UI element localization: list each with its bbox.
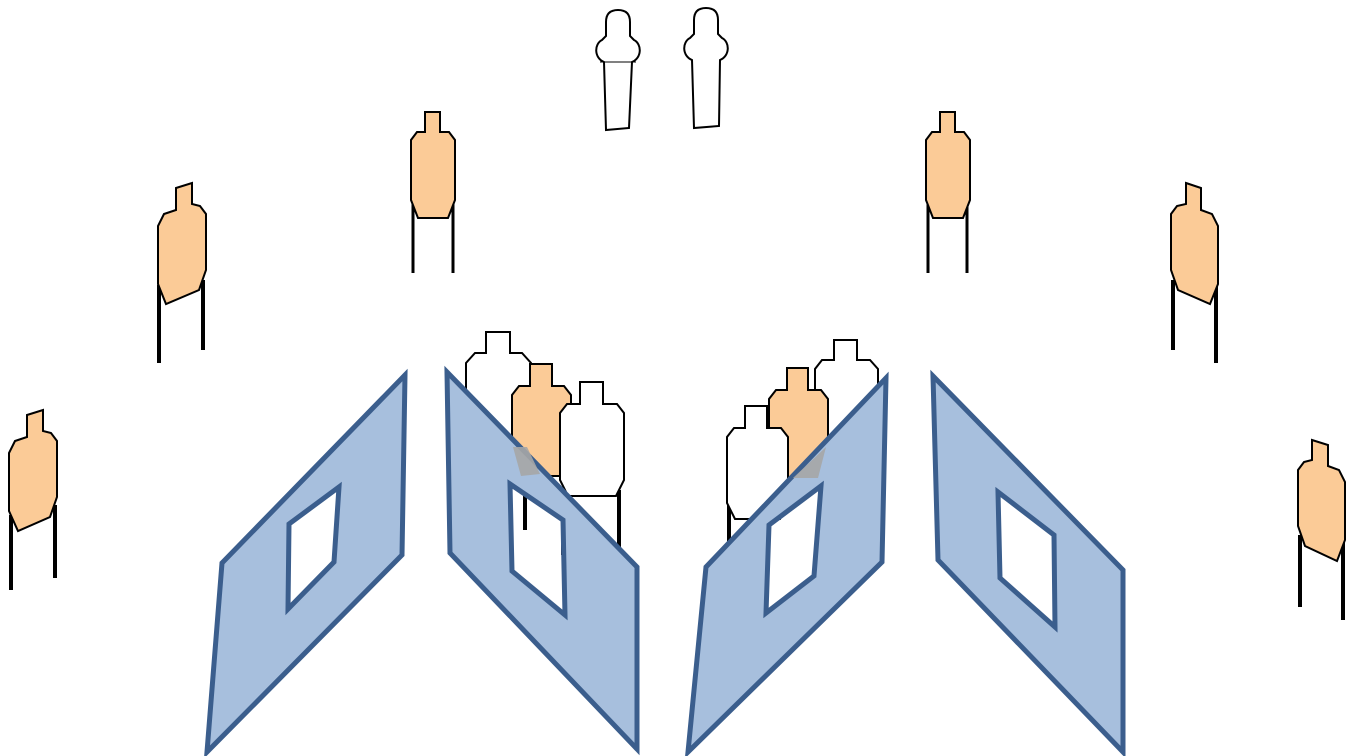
no-shoot-target-top-right (683, 6, 729, 130)
shoot-target-right-middle (1170, 181, 1219, 363)
shoot-target-right-upper (925, 111, 971, 273)
no-shoot-target-top-left (595, 8, 641, 132)
overlap-shade-left (513, 447, 540, 476)
barrier-outer-right (930, 369, 1126, 756)
shoot-target-left-lower (8, 408, 58, 590)
overlap-shade-right (793, 447, 826, 478)
barrier-inner-left (444, 365, 640, 756)
shoot-target-left-middle (157, 181, 207, 363)
barrier-outer-left (204, 368, 408, 756)
no-shoot-target-cluster-left-front (559, 381, 625, 497)
barrier-inner-right (685, 371, 889, 756)
shoot-target-left-upper (410, 111, 456, 273)
shoot-target-right-lower (1297, 438, 1346, 620)
